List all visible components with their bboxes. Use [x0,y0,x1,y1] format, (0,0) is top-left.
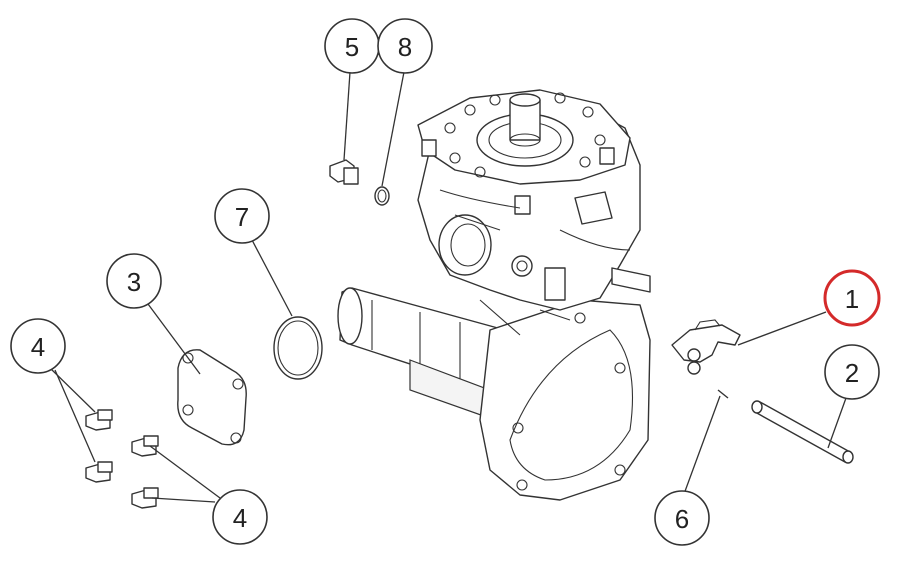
leader-6 [683,395,721,495]
part-7-o-ring [273,316,323,380]
callout-3[interactable]: 3 [106,253,162,309]
bolt [85,409,113,431]
callout-5[interactable]: 5 [324,18,380,74]
callout-3-label: 3 [127,267,141,297]
callout-7[interactable]: 7 [214,188,270,244]
bolt [131,487,159,509]
callout-6[interactable]: 6 [654,490,710,546]
part-3-cover-plate [177,349,247,446]
main-housing [337,89,651,501]
callout-4-bottom-label: 4 [233,503,247,533]
leader-4b-upper [149,445,221,499]
callout-8-label: 8 [398,32,412,62]
part-1-shift-fork [671,319,741,375]
callout-1-label: 1 [845,284,859,314]
part-2-pin [751,400,854,464]
part-4-bolts [85,409,159,509]
leader-4b-lower [151,497,216,503]
part-8-washer [374,186,390,206]
leader-7 [251,239,293,317]
leader-8 [381,71,405,187]
callout-1[interactable]: 1 [823,269,881,327]
leader-4a-lower [54,369,96,463]
callout-4-left-label: 4 [31,332,45,362]
callout-4-bottom[interactable]: 4 [212,489,268,545]
callout-7-label: 7 [235,202,249,232]
part-6-small-pin [717,389,729,399]
callout-5-label: 5 [345,32,359,62]
leader-lines [49,71,847,503]
callout-4-left[interactable]: 4 [10,318,66,374]
bolt [85,461,113,483]
callout-2[interactable]: 2 [824,344,880,400]
part-5-plug-screw [329,159,359,185]
leader-3 [147,303,201,375]
callout-8[interactable]: 8 [377,18,433,74]
callout-6-label: 6 [675,504,689,534]
bolt [131,435,159,457]
leader-1 [737,311,827,346]
callout-2-label: 2 [845,358,859,388]
leader-2 [827,397,847,449]
leader-5 [343,71,351,161]
